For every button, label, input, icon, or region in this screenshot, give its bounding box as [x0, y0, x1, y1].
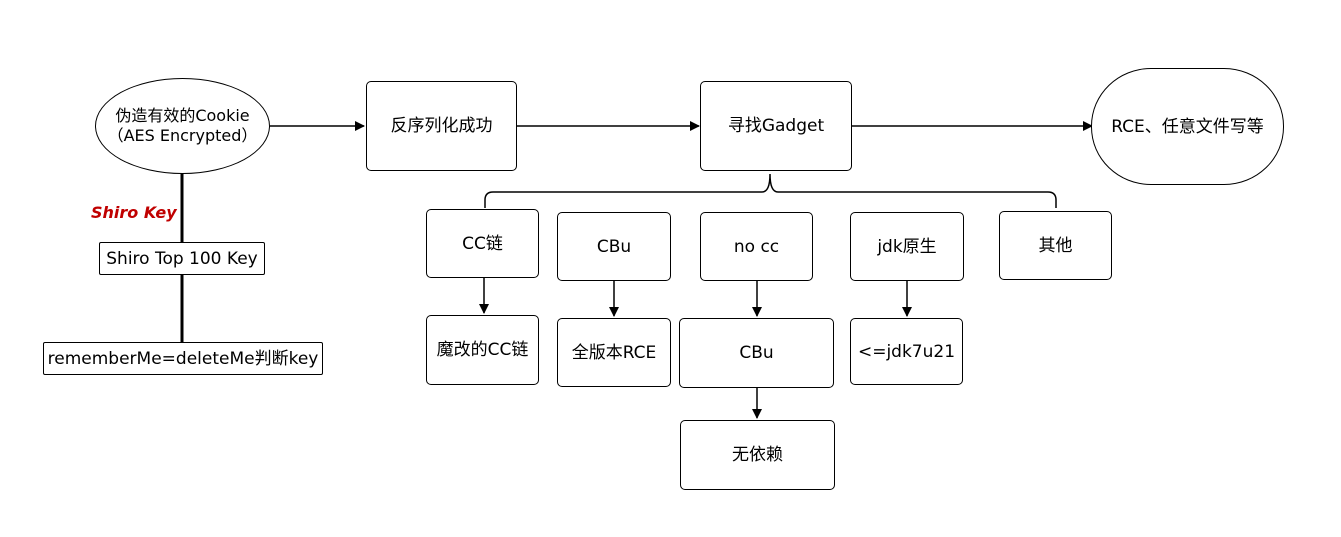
node-no-cc: no cc [700, 212, 813, 281]
node-no-dependency: 无依赖 [680, 420, 835, 490]
node-forge-cookie-line2: （AES Encrypted） [107, 126, 258, 145]
node-deserialize: 反序列化成功 [366, 81, 517, 171]
node-jdk-version: <=jdk7u21 [850, 318, 963, 385]
gadget-brace [484, 173, 1057, 208]
node-modified-cc: 魔改的CC链 [426, 315, 539, 385]
node-rce: RCE、任意文件写等 [1091, 68, 1284, 185]
node-shiro-top100: Shiro Top 100 Key [99, 242, 265, 275]
edge-label-shiro-key: Shiro Key [91, 203, 177, 222]
node-cc-chain: CC链 [426, 209, 539, 278]
node-find-gadget: 寻找Gadget [700, 81, 852, 171]
node-rememberme-check: rememberMe=deleteMe判断key [43, 342, 323, 375]
node-forge-cookie: 伪造有效的Cookie （AES Encrypted） [95, 78, 270, 174]
node-cbu: CBu [557, 212, 671, 281]
node-jdk-native: jdk原生 [850, 212, 964, 281]
node-other: 其他 [999, 211, 1112, 280]
node-cbu-2: CBu [679, 318, 834, 388]
node-forge-cookie-line1: 伪造有效的Cookie [115, 106, 250, 125]
node-all-version-rce: 全版本RCE [557, 318, 671, 387]
